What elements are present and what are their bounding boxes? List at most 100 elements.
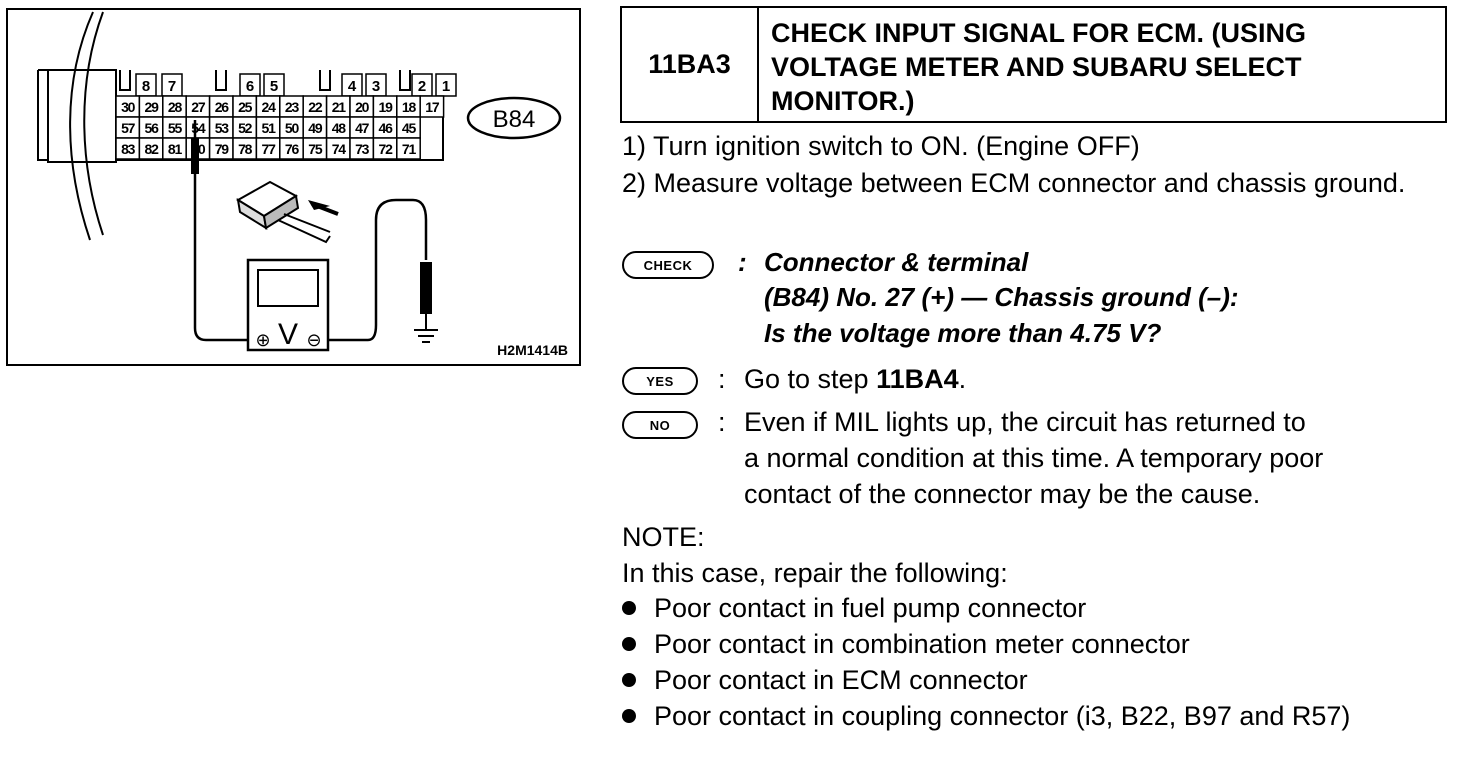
top-pin-label-2: 2 xyxy=(418,78,426,95)
no-line-3: contact of the connector may be the caus… xyxy=(744,479,1261,509)
note-label: NOTE: xyxy=(622,522,705,552)
no-colon: : xyxy=(718,407,726,437)
pin-label-53: 53 xyxy=(215,120,230,136)
step-id: 11BA3 xyxy=(622,8,759,121)
yes-text-suffix: . xyxy=(958,364,967,394)
pin-label-47: 47 xyxy=(355,120,370,136)
no-line-1: Even if MIL lights up, the circuit has r… xyxy=(744,407,1306,437)
probe-wire-negative xyxy=(326,198,428,342)
pin-label-75: 75 xyxy=(308,141,323,157)
pin-label-72: 72 xyxy=(379,141,394,157)
top-pin-label-1: 1 xyxy=(442,78,450,95)
ground-symbol xyxy=(414,314,438,343)
plus-terminal-icon: ⊕ xyxy=(255,330,270,351)
pin-label-28: 28 xyxy=(168,99,183,115)
step-title: CHECK INPUT SIGNAL FOR ECM. (USING VOLTA… xyxy=(759,8,1445,121)
pin-label-76: 76 xyxy=(285,141,300,157)
pin-label-30: 30 xyxy=(121,99,136,115)
minus-terminal-icon: ⊖ xyxy=(306,330,321,351)
figure-code: H2M1414B xyxy=(497,342,568,358)
note-item-text: Poor contact in combination meter connec… xyxy=(654,629,1190,659)
pin-label-78: 78 xyxy=(238,141,253,157)
connector-flange xyxy=(37,69,48,161)
top-pin-label-3: 3 xyxy=(372,78,380,95)
top-pin-cell xyxy=(435,73,457,97)
step-title-line: CHECK INPUT SIGNAL FOR ECM. (USING xyxy=(771,18,1307,48)
check-line-1: Connector & terminal xyxy=(764,247,1029,277)
pin-label-26: 26 xyxy=(215,99,230,115)
check-badge: CHECK xyxy=(622,251,714,279)
no-line-2: a normal condition at this time. A tempo… xyxy=(744,443,1324,473)
note-item: Poor contact in fuel pump connector xyxy=(622,590,1086,626)
pin-label-81: 81 xyxy=(168,141,183,157)
check-line-2: (B84) No. 27 (+) — Chassis ground (–): xyxy=(764,282,1239,312)
pin-label-52: 52 xyxy=(238,120,253,136)
pin-cell xyxy=(396,137,421,160)
check-line-3: Is the voltage more than 4.75 V? xyxy=(764,318,1162,348)
step-header: 11BA3 CHECK INPUT SIGNAL FOR ECM. (USING… xyxy=(620,6,1447,123)
pin-label-24: 24 xyxy=(262,99,277,115)
ground-clip xyxy=(420,262,432,314)
yes-text: Go to step 11BA4. xyxy=(744,361,966,397)
pin-label-73: 73 xyxy=(355,141,370,157)
probe-tip-positive xyxy=(191,138,199,174)
pin-label-77: 77 xyxy=(262,141,277,157)
top-pin-label-7: 7 xyxy=(168,78,176,95)
pin-label-79: 79 xyxy=(215,141,230,157)
probe-wire-positive xyxy=(193,120,252,342)
pin-label-29: 29 xyxy=(145,99,160,115)
note-item-text: Poor contact in ECM connector xyxy=(654,665,1028,695)
pin-label-27: 27 xyxy=(191,99,206,115)
pin-label-21: 21 xyxy=(332,99,347,115)
connector-housing-left xyxy=(47,69,117,163)
yes-step-ref: 11BA4 xyxy=(876,364,959,394)
pin-label-19: 19 xyxy=(379,99,394,115)
pin-label-82: 82 xyxy=(145,141,160,157)
pin-label-49: 49 xyxy=(308,120,323,136)
note-item-text: Poor contact in fuel pump connector xyxy=(654,593,1087,623)
no-badge: NO xyxy=(622,411,698,439)
meter-symbol: V xyxy=(278,318,298,351)
instruction-1: 1) Turn ignition switch to ON. (Engine O… xyxy=(622,131,1140,161)
top-pin-label-4: 4 xyxy=(348,78,357,95)
instruction-2: 2) Measure voltage between ECM connector… xyxy=(622,168,1406,198)
top-pin-label-8: 8 xyxy=(142,78,150,95)
yes-colon: : xyxy=(718,364,726,394)
pin-cell xyxy=(419,95,445,118)
yes-badge: YES xyxy=(622,367,698,395)
plug-icon xyxy=(236,180,331,244)
pin-label-83: 83 xyxy=(121,141,136,157)
bullet-icon xyxy=(622,673,636,687)
pin-label-51: 51 xyxy=(262,120,277,136)
pin-label-50: 50 xyxy=(285,120,300,136)
notch-3 xyxy=(319,70,331,91)
connector-label-badge xyxy=(466,96,562,140)
pin-label-20: 20 xyxy=(355,99,370,115)
yes-text-prefix: Go to step xyxy=(744,364,877,394)
note-intro: In this case, repair the following: xyxy=(622,558,1008,588)
pin-label-48: 48 xyxy=(332,120,347,136)
note-item: Poor contact in coupling connector (i3, … xyxy=(622,698,1448,734)
notch-4 xyxy=(399,70,411,91)
harness-curve-outer xyxy=(69,11,94,241)
pin-label-74: 74 xyxy=(332,141,347,157)
top-pin-label-5: 5 xyxy=(270,78,278,95)
top-pin-label-6: 6 xyxy=(246,78,254,95)
bullet-icon xyxy=(622,637,636,651)
connector-label: B84 xyxy=(493,106,536,133)
step-title-line: VOLTAGE METER AND SUBARU SELECT xyxy=(771,52,1302,82)
pin-label-23: 23 xyxy=(285,99,300,115)
pin-label-57: 57 xyxy=(121,120,136,136)
pin-label-54: 54 xyxy=(191,120,206,136)
pin-label-22: 22 xyxy=(308,99,323,115)
pin-label-46: 46 xyxy=(379,120,394,136)
check-colon: : xyxy=(738,247,747,277)
connector-housing-bottom xyxy=(116,100,444,161)
step-title-line: MONITOR.) xyxy=(771,86,915,116)
harness-curve-inner xyxy=(83,11,104,236)
pin-label-17: 17 xyxy=(425,99,440,115)
pin-label-56: 56 xyxy=(145,120,160,136)
